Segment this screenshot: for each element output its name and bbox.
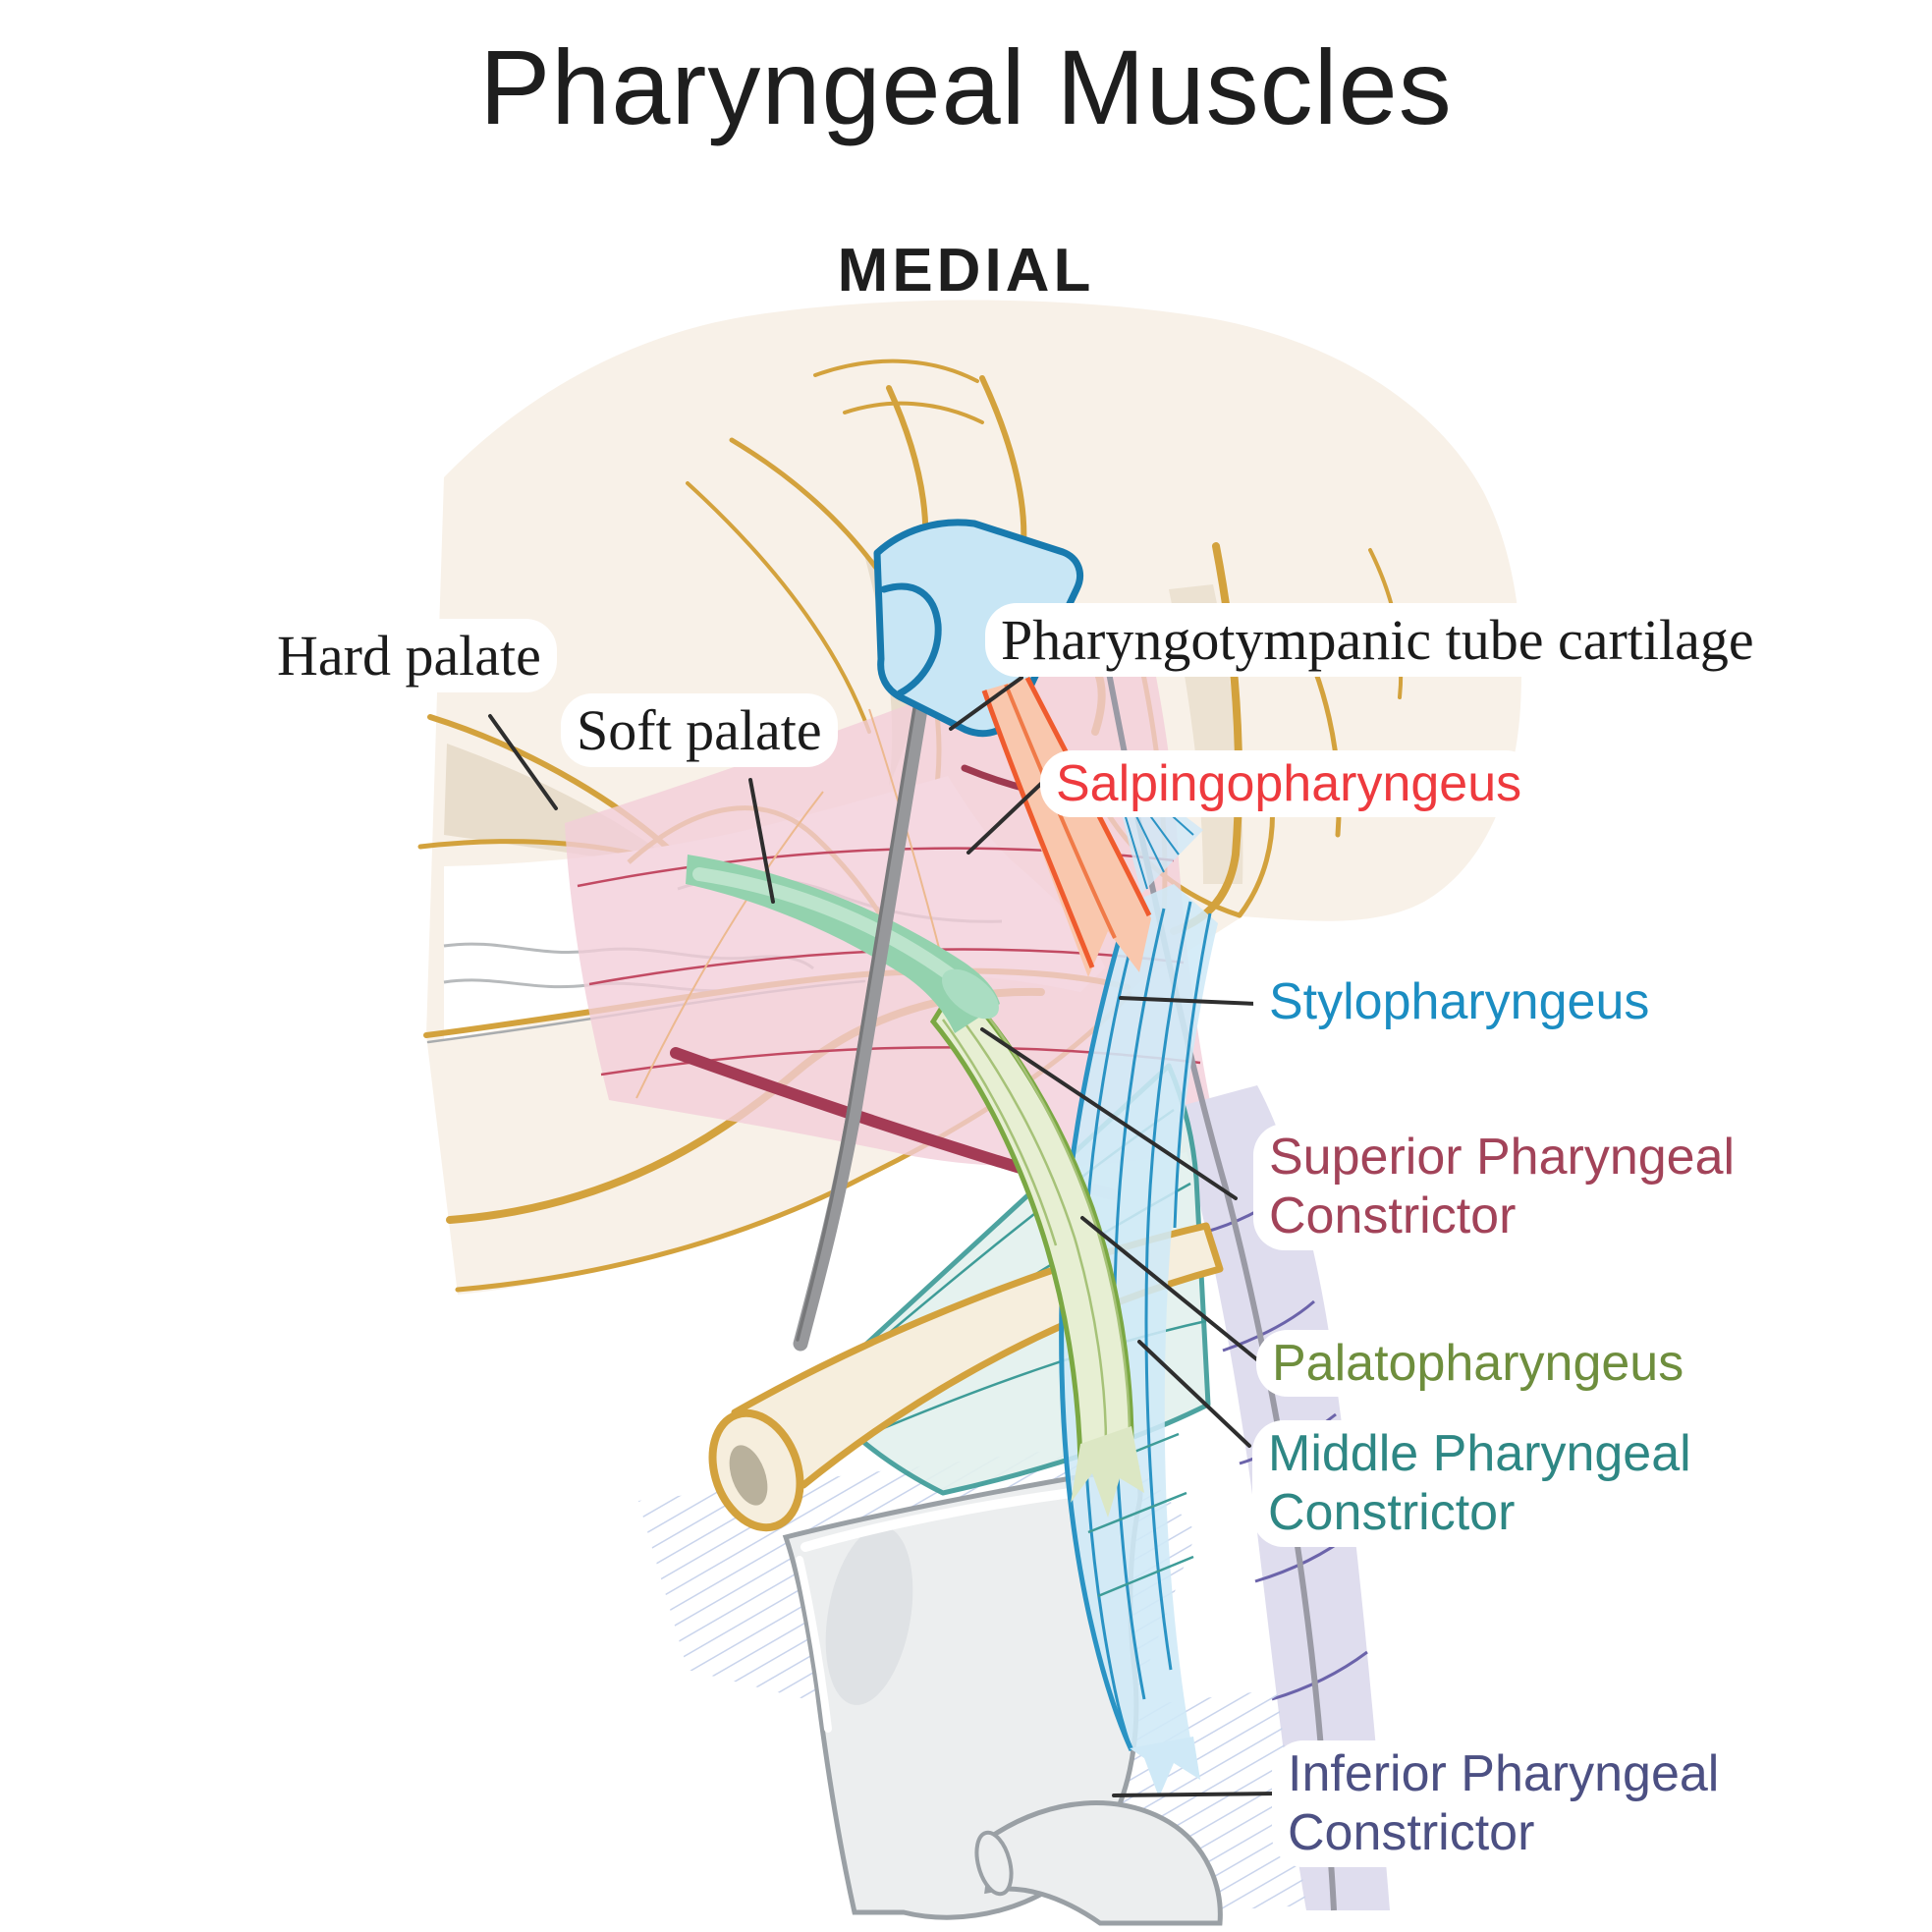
leader-pharyngotympanic [949, 676, 1023, 731]
stylopharyngeus-muscle [1059, 757, 1218, 1797]
cricoid-horn [984, 1800, 1223, 1926]
label-pharyngotympanic-tube-cartilage: Pharyngotympanic tube cartilage [985, 603, 1770, 678]
salpingopharyngeus-muscle [981, 676, 1152, 977]
label-stylopharyngeus: Stylopharyngeus [1253, 968, 1666, 1036]
leader-middle-constrictor [1137, 1340, 1251, 1448]
leader-salpingopharyngeus [966, 779, 1046, 855]
page-title: Pharyngeal Muscles [479, 28, 1453, 146]
leader-soft-palate [748, 778, 775, 904]
label-salpingopharyngeus: Salpingopharyngeus [1040, 750, 1538, 818]
leader-lines [488, 676, 1279, 1797]
view-label: MEDIAL [837, 237, 1095, 304]
label-superior-pharyngeal-constrictor: Superior Pharyngeal Constrictor [1253, 1124, 1751, 1250]
leader-palatopharyngeus [1080, 1216, 1261, 1363]
leader-superior-constrictor [980, 1027, 1238, 1200]
label-palatopharyngeus: Palatopharyngeus [1256, 1330, 1700, 1398]
label-inferior-pharyngeal-constrictor: Inferior Pharyngeal Constrictor [1272, 1740, 1736, 1867]
label-middle-pharyngeal-constrictor: Middle Pharyngeal Constrictor [1252, 1420, 1707, 1547]
leader-stylopharyngeus [1119, 996, 1259, 1006]
soft-palate-band [686, 855, 1000, 1033]
leader-hard-palate [488, 714, 558, 810]
label-soft-palate: Soft palate [561, 693, 838, 768]
label-hard-palate: Hard palate [261, 619, 557, 693]
leader-inferior-constrictor [1112, 1792, 1279, 1797]
